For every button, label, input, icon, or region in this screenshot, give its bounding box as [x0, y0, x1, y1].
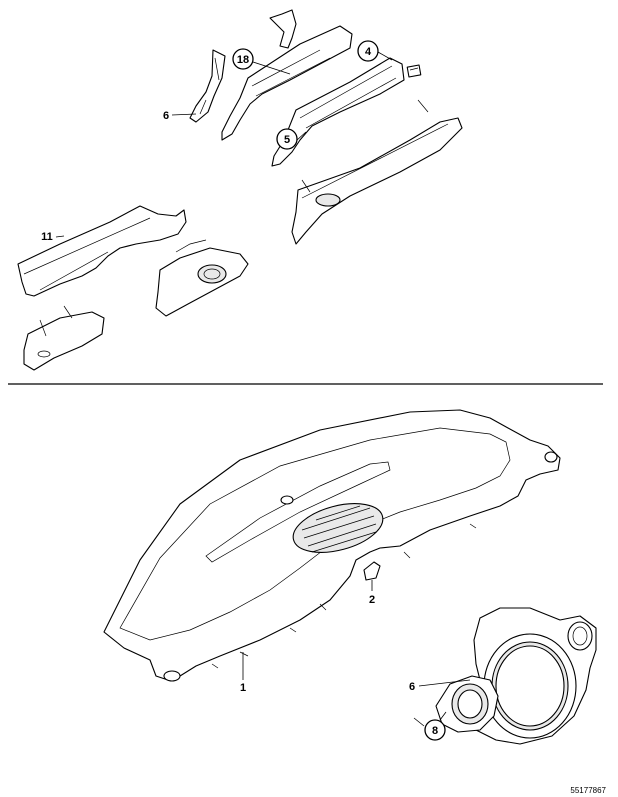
- trim-part-11: [17, 205, 187, 297]
- dashboard-part-1: [103, 409, 561, 682]
- trim-lower-long: [291, 99, 463, 245]
- svg-text:6: 6: [163, 110, 169, 122]
- svg-text:1: 1: [240, 682, 246, 694]
- callout-8: 8: [413, 711, 447, 741]
- clip-part: [406, 64, 422, 78]
- callout-18: 18: [232, 48, 291, 75]
- callout-1: 1: [240, 652, 246, 694]
- callout-11: 11: [41, 231, 65, 243]
- bracket-top: [269, 9, 297, 49]
- instrument-ring-part-8: [435, 675, 499, 733]
- trim-part-18: [221, 25, 353, 141]
- callout-2: 2: [369, 580, 375, 606]
- trim-part-4: [271, 57, 405, 167]
- callout-4: 4: [357, 40, 393, 62]
- reference-number: 55177867: [570, 786, 606, 795]
- svg-text:4: 4: [365, 46, 372, 58]
- svg-text:18: 18: [237, 54, 249, 66]
- callout-5: 5: [276, 128, 307, 150]
- instrument-bezel-part-6: [469, 607, 597, 745]
- trim-corner-piece: [23, 305, 105, 371]
- svg-text:5: 5: [284, 134, 290, 146]
- clip-part-2: [363, 561, 381, 581]
- trim-part-6-top: [189, 49, 226, 123]
- svg-text:6: 6: [409, 681, 415, 693]
- svg-text:2: 2: [369, 594, 375, 606]
- callout-6-top: 6: [163, 110, 197, 122]
- callout-6-bottom: 6: [409, 679, 471, 693]
- svg-text:11: 11: [41, 231, 53, 243]
- svg-text:8: 8: [432, 725, 438, 737]
- bracket-with-grommet: [155, 239, 249, 317]
